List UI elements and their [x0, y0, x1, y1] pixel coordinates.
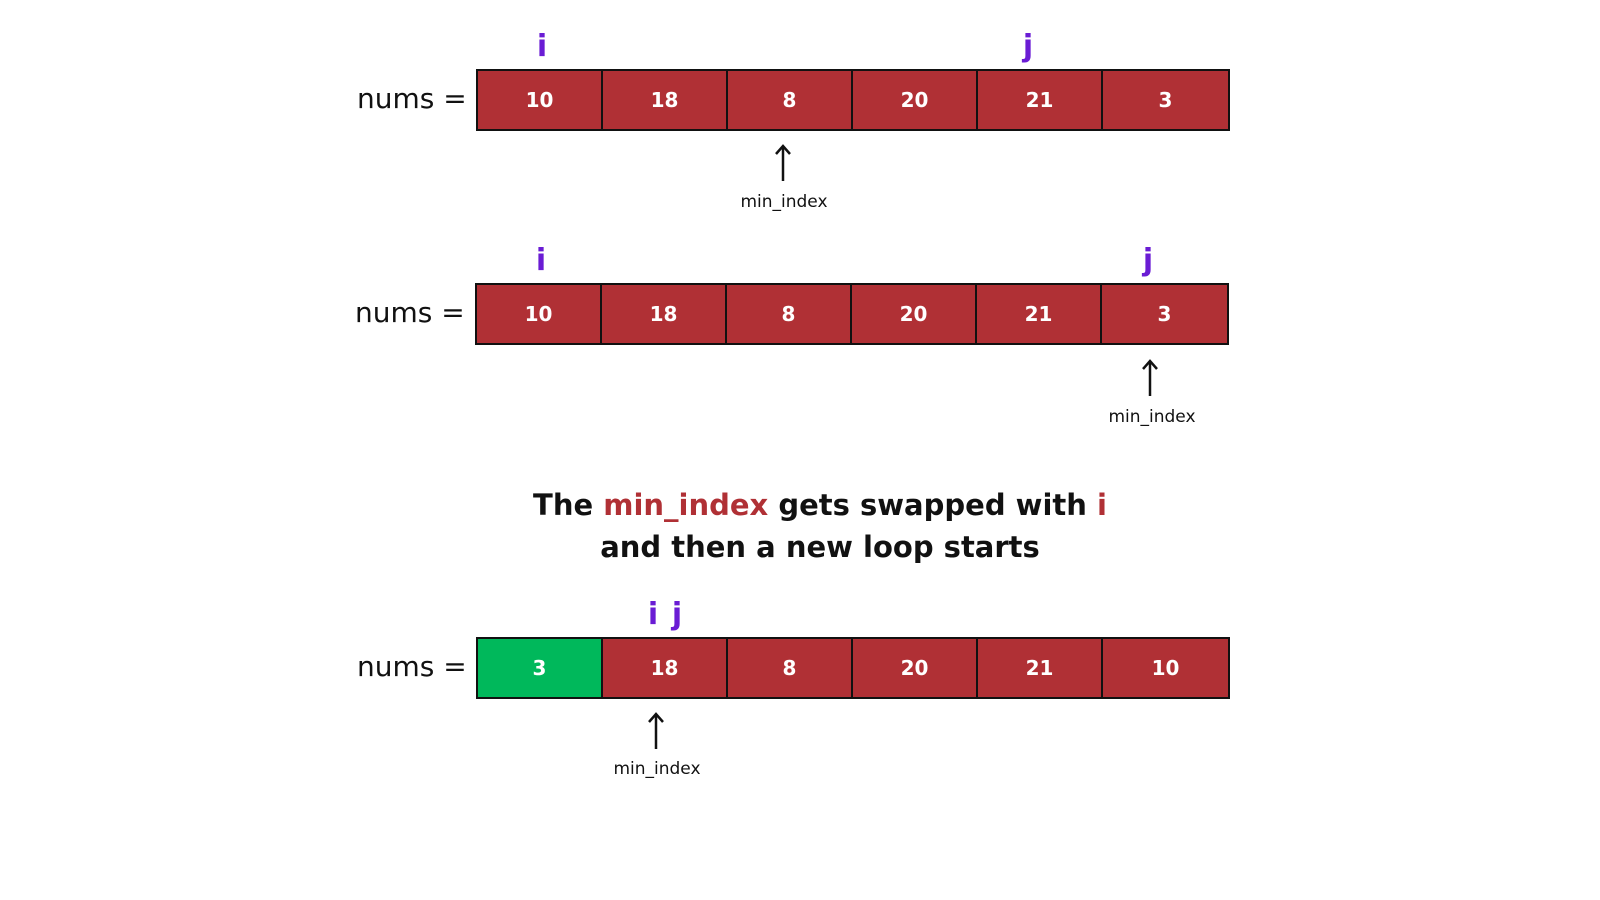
caption-line-2: and then a new loop starts	[600, 530, 1040, 564]
row2-j-pointer: j	[1142, 243, 1154, 278]
row1-j-pointer: j	[1022, 29, 1034, 64]
row1-cell-2: 8	[728, 71, 853, 129]
row1-array: 10 18 8 20 21 3	[476, 69, 1230, 131]
row3-cell-4: 21	[978, 639, 1103, 697]
swap-caption: The min_index gets swapped with i and th…	[400, 484, 1240, 568]
row2-cell-2: 8	[727, 285, 852, 343]
row3-cell-0-sorted: 3	[478, 639, 603, 697]
row2-min-index-arrow-icon	[1142, 359, 1158, 396]
row1-label: nums =	[357, 82, 467, 115]
row3-min-index-arrow-icon	[648, 712, 664, 749]
row2-cell-3: 20	[852, 285, 977, 343]
row2-array: 10 18 8 20 21 3	[475, 283, 1229, 345]
row2-label: nums =	[355, 296, 465, 329]
row1-cell-4: 21	[978, 71, 1103, 129]
row3-i-pointer: i	[647, 597, 659, 632]
row2-i-pointer: i	[535, 243, 547, 278]
caption-line-1: The min_index gets swapped with i	[400, 484, 1240, 526]
row1-cell-3: 20	[853, 71, 978, 129]
row1-i-pointer: i	[536, 29, 548, 64]
row2-cell-0: 10	[477, 285, 602, 343]
caption-text-1: The	[533, 488, 604, 522]
caption-text-2: gets swapped with	[768, 488, 1098, 522]
row2-min-index-label: min_index	[1108, 407, 1196, 427]
caption-highlight-min-index: min_index	[603, 488, 769, 522]
row3-array: 3 18 8 20 21 10	[476, 637, 1230, 699]
row1-cell-5: 3	[1103, 71, 1228, 129]
row1-cell-0: 10	[478, 71, 603, 129]
row3-label: nums =	[357, 650, 467, 683]
row2-cell-4: 21	[977, 285, 1102, 343]
row3-cell-1: 18	[603, 639, 728, 697]
caption-highlight-i: i	[1097, 488, 1107, 522]
row3-j-pointer: j	[671, 597, 683, 632]
row3-cell-2: 8	[728, 639, 853, 697]
row1-cell-1: 18	[603, 71, 728, 129]
row3-cell-3: 20	[853, 639, 978, 697]
row1-min-index-label: min_index	[740, 192, 828, 212]
row2-cell-5: 3	[1102, 285, 1227, 343]
row3-cell-5: 10	[1103, 639, 1228, 697]
row3-min-index-label: min_index	[613, 759, 701, 779]
row1-min-index-arrow-icon	[775, 144, 791, 181]
row2-cell-1: 18	[602, 285, 727, 343]
